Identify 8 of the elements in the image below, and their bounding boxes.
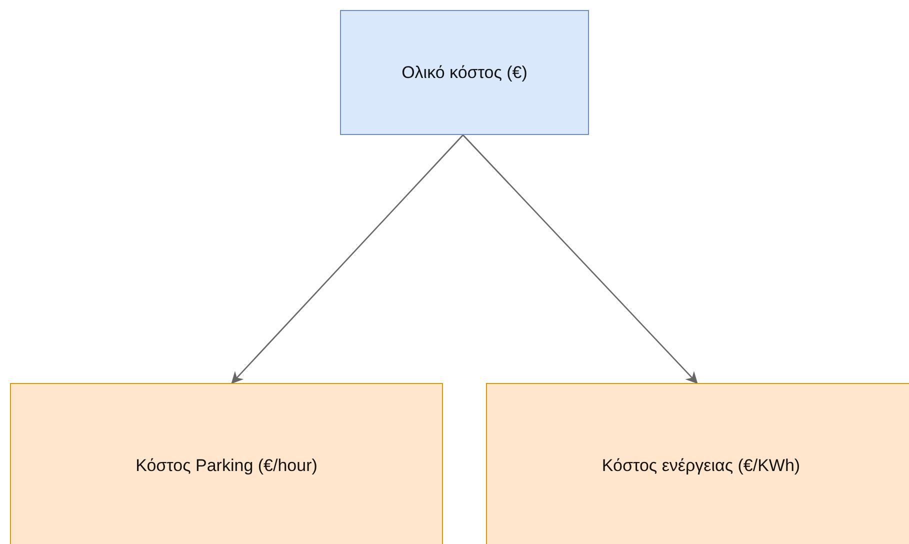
arrow [231, 134, 464, 384]
node-label: Κόστος Parking (€/hour) [136, 456, 318, 476]
node-label: Ολικό κόστος (€) [402, 62, 528, 82]
node-label: Κόστος ενέργειας (€/KWh) [602, 456, 800, 476]
process-box [486, 383, 909, 544]
process-box [340, 10, 589, 135]
arrow [462, 134, 698, 384]
process-box [10, 383, 443, 544]
